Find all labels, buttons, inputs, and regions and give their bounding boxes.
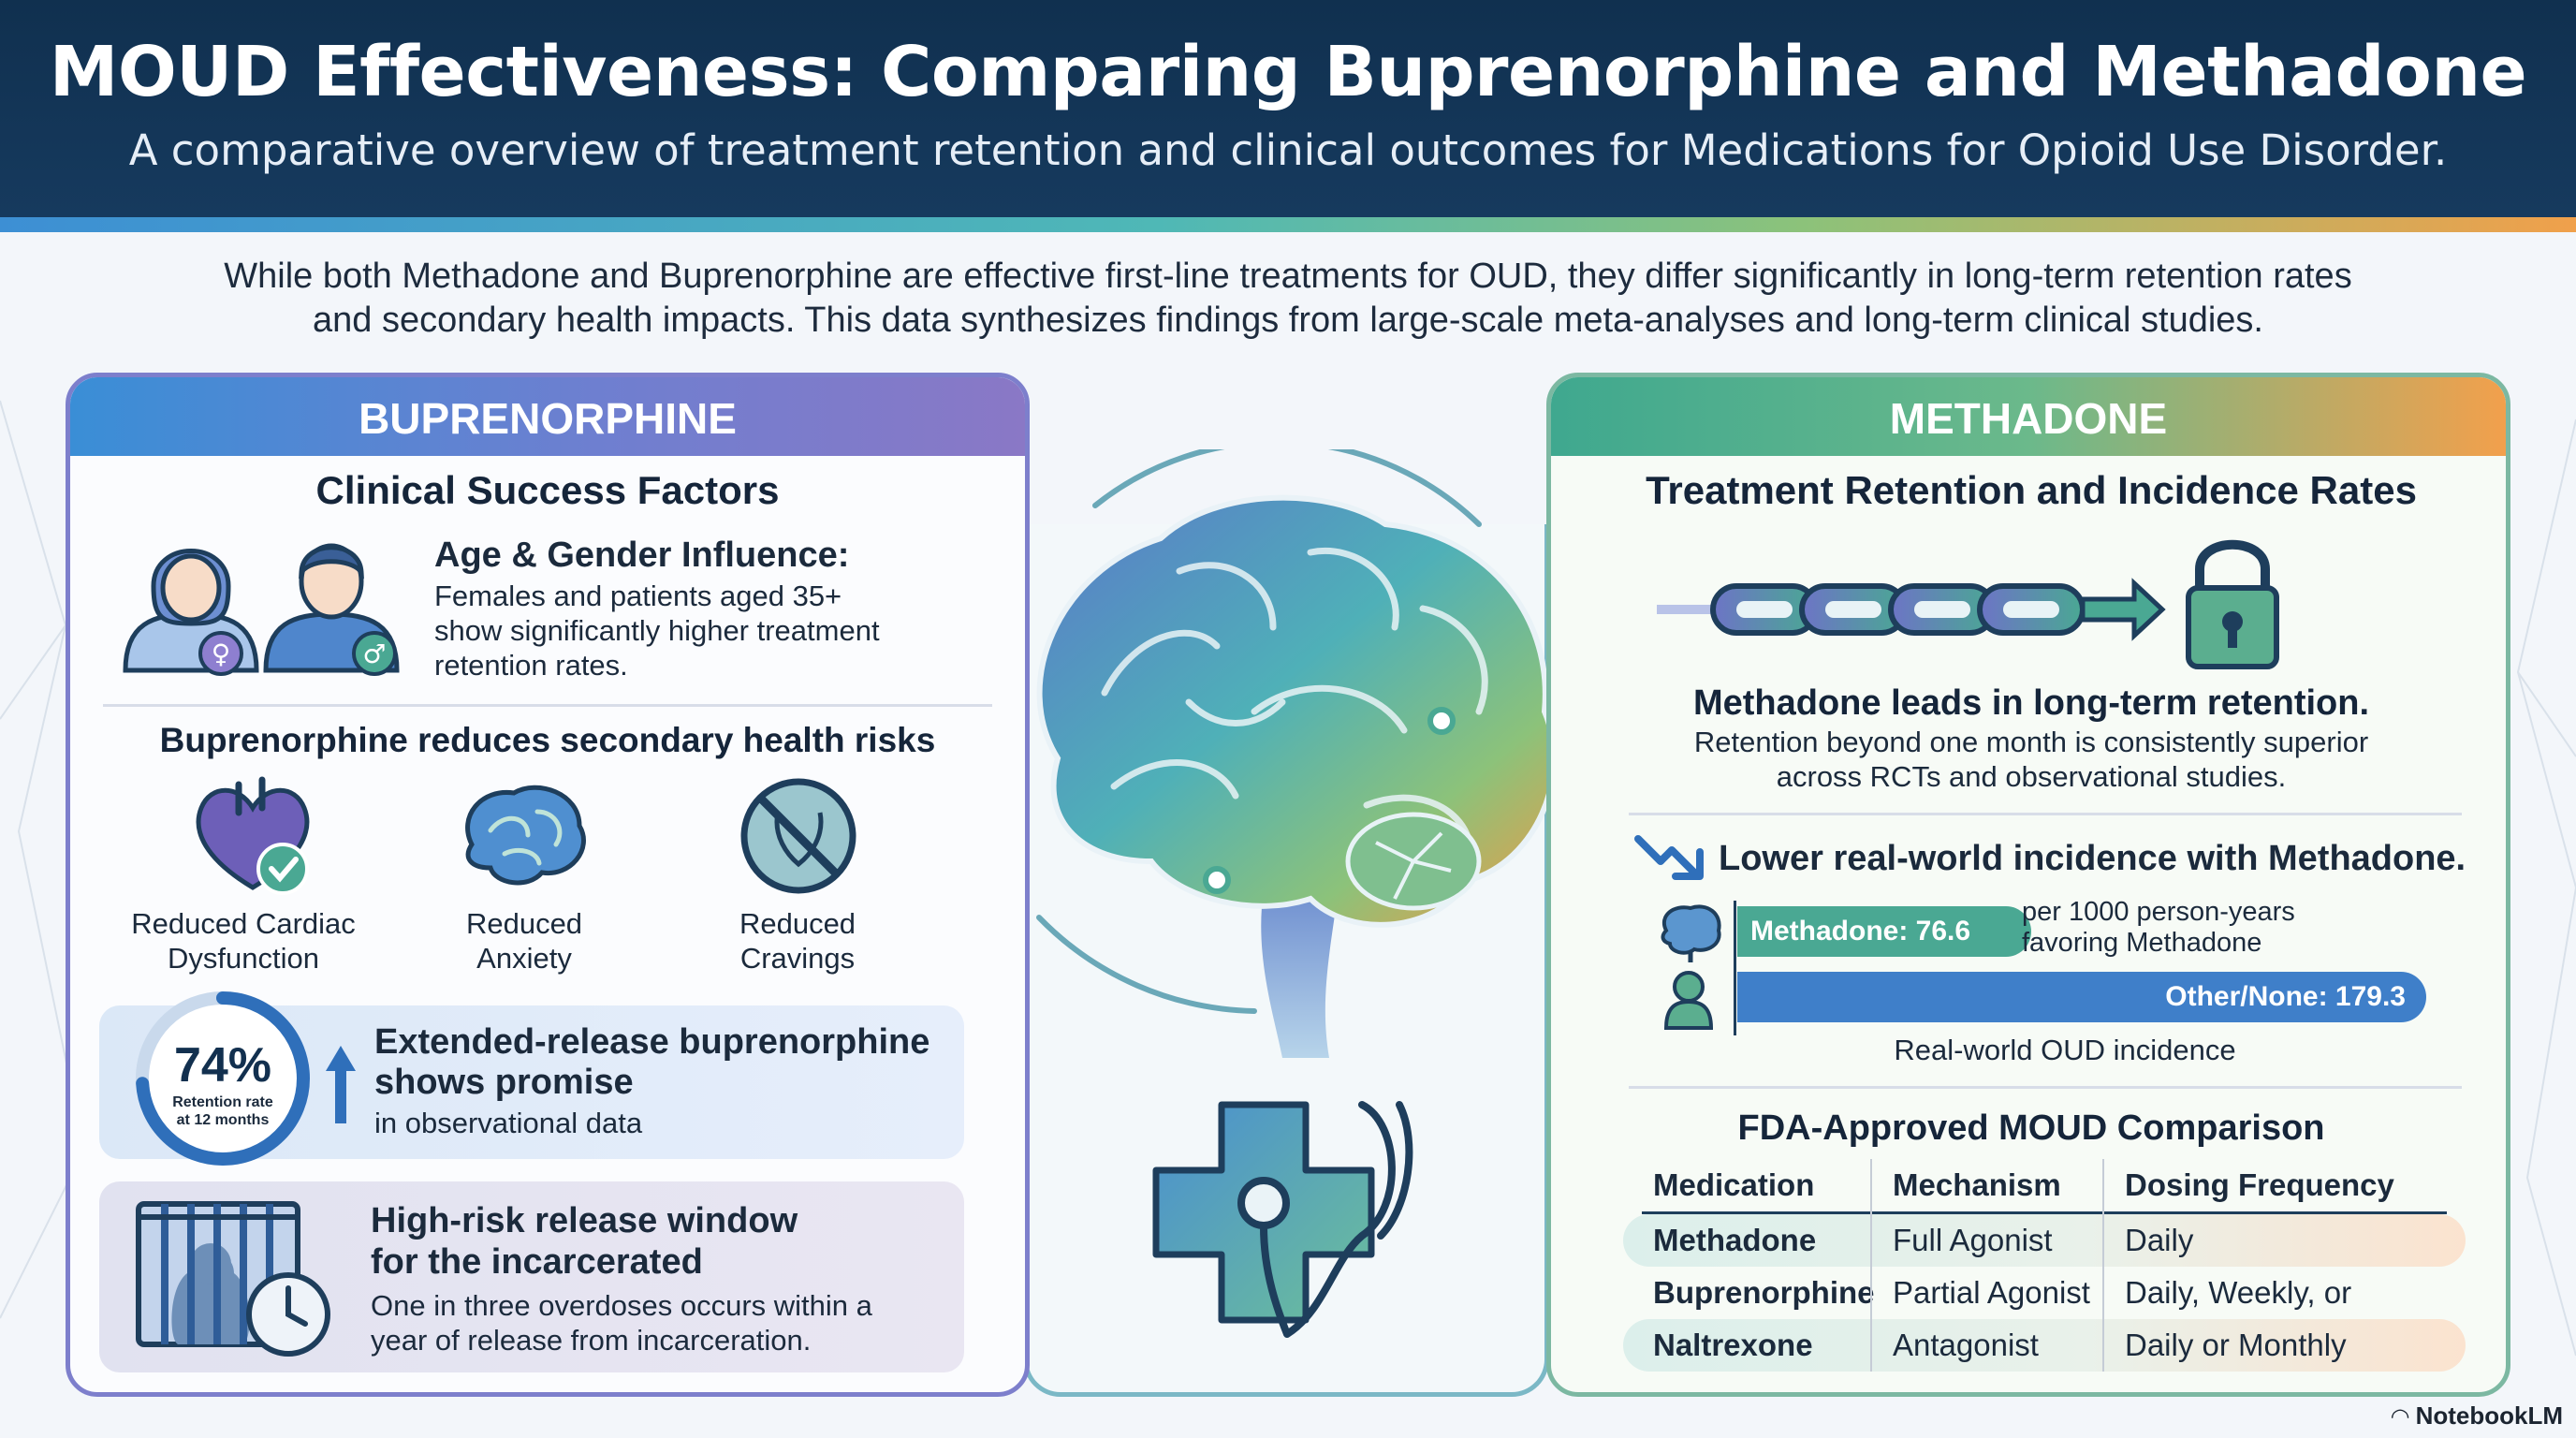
risk-item-anxiety: Reduced Anxiety xyxy=(393,906,655,976)
notebooklm-label: NotebookLM xyxy=(2415,1401,2563,1430)
risk-item-cardiac-line-1: Reduced Cardiac xyxy=(131,907,356,940)
table-header-underline xyxy=(1642,1211,2447,1214)
table-cell-medication: Buprenorphine xyxy=(1653,1275,1875,1310)
page-title: MOUD Effectiveness: Comparing Buprenorph… xyxy=(49,32,2527,112)
retention-ring-arc xyxy=(136,991,310,1166)
risk-item-cravings-line-1: Reduced xyxy=(739,907,856,940)
female-male-patients-icon: ♀ ♂ xyxy=(123,543,400,676)
retention-percent: 74% xyxy=(173,1038,272,1093)
header-accent-bar xyxy=(0,217,2576,232)
table-row: Methadone Full Agonist Daily xyxy=(1623,1214,2466,1267)
page-subtitle: A comparative overview of treatment rete… xyxy=(128,125,2448,175)
medical-cross-stethoscope-icon xyxy=(1152,1101,1413,1338)
incidence-bar-methadone: Methadone: 76.6 xyxy=(1737,906,2031,957)
extended-release-note: in observational data xyxy=(374,1107,643,1139)
left-divider-1 xyxy=(103,704,992,707)
extended-release-title-line-1: Extended-release buprenorphine xyxy=(374,1022,930,1062)
buprenorphine-header: BUPRENORPHINE xyxy=(70,377,1025,456)
table-cell-mechanism: Full Agonist xyxy=(1893,1223,2053,1257)
incidence-title: Lower real-world incidence with Methadon… xyxy=(1719,839,2466,878)
background-network-decoration xyxy=(0,400,2576,1357)
age-gender-title: Age & Gender Influence: xyxy=(434,536,850,575)
brain-illustration xyxy=(1036,449,1557,1058)
table-column-divider xyxy=(1870,1159,1872,1372)
health-risks-title: Buprenorphine reduces secondary health r… xyxy=(159,721,936,759)
table-cell-dosing: Daily or Monthly xyxy=(2125,1328,2347,1362)
risk-item-anxiety-line-2: Anxiety xyxy=(476,942,572,975)
incidence-note: per 1000 person-years favoring Methadone xyxy=(2022,897,2295,959)
right-divider-2 xyxy=(1629,1086,2462,1089)
age-gender-text: Females and patients aged 35+ show signi… xyxy=(434,579,880,682)
clinical-success-title: Clinical Success Factors xyxy=(315,468,780,512)
long-term-retention-text: Retention beyond one month is consistent… xyxy=(1591,725,2471,794)
table-row: Buprenorphine Partial Agonist Daily, Wee… xyxy=(1623,1267,2466,1362)
arrow-up-icon xyxy=(326,1046,356,1123)
table-header-row: Medication Mechanism Dosing Frequency xyxy=(1623,1159,2466,1211)
long-term-retention-line-1: Retention beyond one month is consistent… xyxy=(1693,726,2369,758)
incidence-note-line-2: favoring Methadone xyxy=(2022,928,2262,958)
table-cell-mechanism: Partial Agonist xyxy=(1893,1275,2090,1310)
notebooklm-brand: ◠ NotebookLM xyxy=(2392,1401,2563,1431)
svg-text:♀: ♀ xyxy=(212,638,231,669)
moud-table-title: FDA-Approved MOUD Comparison xyxy=(1737,1108,2325,1148)
brain-icon xyxy=(465,785,586,886)
table-cell-dosing: Daily xyxy=(2125,1223,2194,1257)
retention-caption: Retention rate at 12 months xyxy=(131,1093,315,1129)
release-window-text: One in three overdoses occurs within a y… xyxy=(371,1288,872,1357)
incidence-note-line-1: per 1000 person-years xyxy=(2022,897,2295,927)
retention-caption-line-2: at 12 months xyxy=(176,1112,270,1128)
risk-item-cravings-line-2: Cravings xyxy=(739,942,856,975)
retention-caption-line-1: Retention rate xyxy=(172,1094,273,1110)
table-row: Naltrexone Antagonist Daily or Monthly xyxy=(1623,1319,2466,1372)
age-gender-line-2: show significantly higher treatment xyxy=(434,614,880,647)
retention-incidence-title: Treatment Retention and Incidence Rates xyxy=(1646,468,2417,512)
header-banner: MOUD Effectiveness: Comparing Buprenorph… xyxy=(0,0,2576,217)
methadone-header: METHADONE xyxy=(1551,377,2506,456)
extended-release-title-line-2: shows promise xyxy=(374,1063,634,1102)
notebooklm-logo-icon: ◠ xyxy=(2391,1404,2409,1430)
risk-item-cravings: Reduced Cravings xyxy=(666,906,929,976)
incidence-bar-other-label: Other/None: 179.3 xyxy=(2165,981,2406,1012)
table-header-mechanism: Mechanism xyxy=(1893,1167,2061,1202)
release-window-line-1: One in three overdoses occurs within a xyxy=(371,1289,872,1322)
incidence-bar-methadone-label: Methadone: 76.6 xyxy=(1750,916,1971,946)
prison-bars-clock-icon xyxy=(136,1201,330,1357)
intro-paragraph: While both Methadone and Buprenorphine a… xyxy=(159,255,2417,343)
no-cravings-icon xyxy=(740,778,856,894)
table-header-dosing: Dosing Frequency xyxy=(2125,1167,2394,1202)
incidence-axis-line xyxy=(1734,901,1736,1035)
incidence-caption: Real-world OUD incidence xyxy=(1894,1034,2236,1066)
release-window-line-2: year of release from incarceration. xyxy=(371,1324,812,1357)
intro-line-2: and secondary health impacts. This data … xyxy=(313,301,2263,340)
long-term-retention-title: Methadone leads in long-term retention. xyxy=(1692,683,2370,723)
heart-check-icon xyxy=(196,776,310,895)
right-divider-1 xyxy=(1629,813,2462,815)
table-column-divider xyxy=(2102,1159,2104,1372)
incidence-bar-other: Other/None: 179.3 xyxy=(1737,972,2426,1022)
intro-line-1: While both Methadone and Buprenorphine a… xyxy=(224,257,2352,296)
release-window-title-line-1: High-risk release window xyxy=(371,1201,798,1240)
incidence-bar-icons xyxy=(1661,904,1721,1030)
table-cell-medication: Methadone xyxy=(1653,1223,1817,1257)
risk-item-anxiety-line-1: Reduced xyxy=(465,907,583,940)
table-cell-mechanism: Antagonist xyxy=(1893,1328,2039,1362)
svg-text:♂: ♂ xyxy=(362,638,386,669)
age-gender-line-1: Females and patients aged 35+ xyxy=(434,580,842,612)
retention-ring-gauge xyxy=(136,991,310,1166)
extended-release-title: Extended-release buprenorphine shows pro… xyxy=(374,1022,929,1103)
moud-comparison-table: Medication Mechanism Dosing Frequency Me… xyxy=(1623,1159,2466,1372)
release-window-title: High-risk release window for the incarce… xyxy=(371,1200,798,1283)
risk-item-cardiac-line-2: Dysfunction xyxy=(168,942,319,975)
chain-arrow-lock-icon xyxy=(1657,539,2279,669)
long-term-retention-line-2: across RCTs and observational studies. xyxy=(1776,760,2287,793)
table-cell-medication: Naltrexone xyxy=(1653,1328,1813,1362)
release-window-title-line-2: for the incarcerated xyxy=(371,1242,703,1282)
age-gender-line-3: retention rates. xyxy=(434,649,628,682)
risk-item-cardiac: Reduced Cardiac Dysfunction xyxy=(112,906,374,976)
table-header-medication: Medication xyxy=(1653,1167,1815,1202)
trend-down-icon xyxy=(1634,835,1704,880)
